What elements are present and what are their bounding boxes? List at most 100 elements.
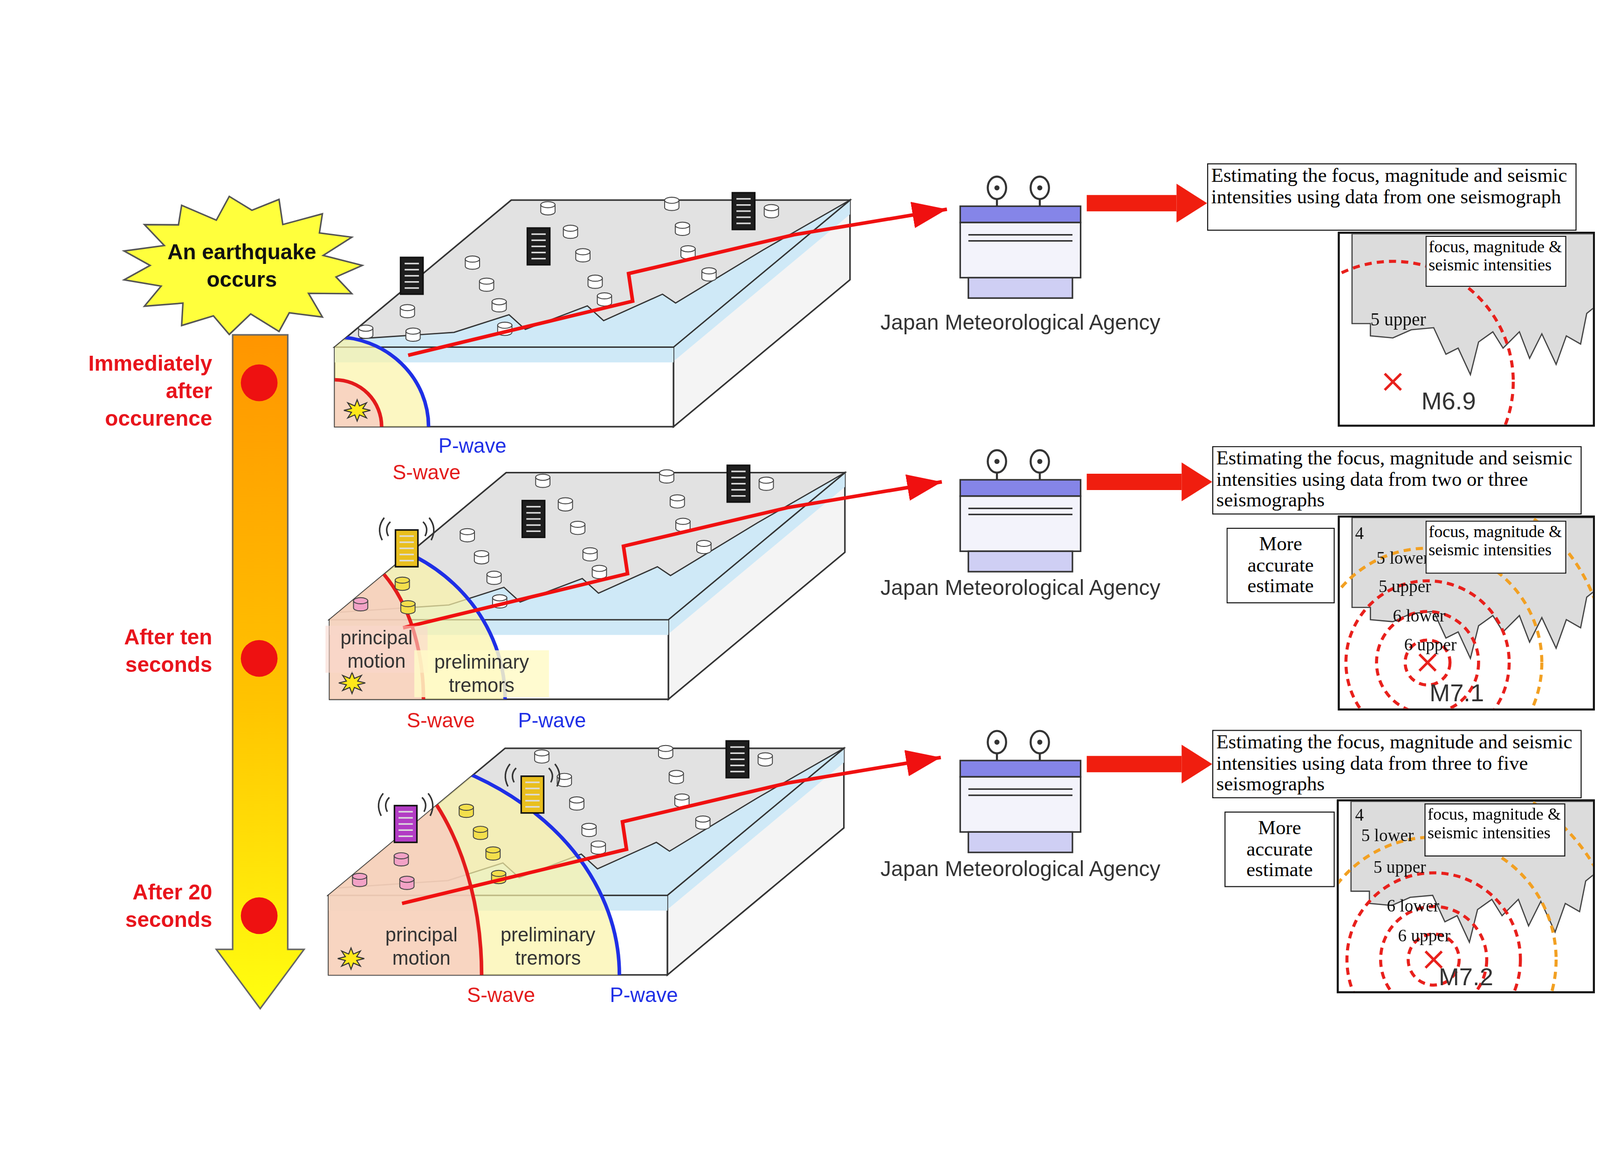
wave-label: S-wave xyxy=(406,708,475,733)
seismometer xyxy=(701,267,717,281)
seismometer xyxy=(675,222,690,236)
seismometer xyxy=(570,521,585,535)
map-text: 6 lower xyxy=(1386,895,1440,917)
seismometer xyxy=(591,840,606,854)
agency-building: Japan Meteorological Agency xyxy=(954,448,1087,572)
map-legend-box: focus, magnitude & seismic intensities xyxy=(1425,520,1567,574)
map-text: 4 xyxy=(1355,523,1365,544)
p-wave-front xyxy=(37,744,620,1154)
seismometer xyxy=(758,752,773,766)
seismometer xyxy=(535,473,550,488)
agency-icon xyxy=(954,448,1087,577)
wave-fronts xyxy=(37,734,620,1154)
block-top xyxy=(334,199,851,347)
seismometer xyxy=(395,576,410,591)
seismometer xyxy=(492,298,507,312)
seismometer xyxy=(583,547,598,561)
node-text: Japan Meteorological Agency xyxy=(880,310,1161,336)
seismometer xyxy=(394,852,409,866)
seismometer xyxy=(465,255,480,269)
intensity-contour xyxy=(1339,801,1594,991)
seismometer xyxy=(695,815,711,829)
map-text: 5 lower xyxy=(1361,825,1415,846)
map-text: 6 upper xyxy=(1397,925,1451,947)
seismometer xyxy=(486,846,501,860)
accuracy-note: More accurate estimate xyxy=(1224,811,1335,887)
wave-fronts xyxy=(240,336,429,517)
seismometer xyxy=(405,328,421,342)
sea-area xyxy=(334,199,851,347)
seismometer xyxy=(473,825,488,839)
node-text: More accurate estimate xyxy=(1228,817,1331,881)
estimate-box: Estimating the focus, magnitude and seis… xyxy=(1212,729,1582,798)
seismograph-station xyxy=(505,763,560,813)
arrow-connector xyxy=(1086,755,1182,772)
seismometer xyxy=(575,248,591,262)
seismograph-station xyxy=(379,517,434,567)
wave-label: S-wave xyxy=(466,982,536,1007)
zone-label: preliminary tremors xyxy=(480,922,616,970)
s-wave-front xyxy=(287,379,382,474)
time-dot xyxy=(240,364,278,402)
node-text: Estimating the focus, magnitude and seis… xyxy=(1216,731,1578,796)
seismometer xyxy=(588,274,603,289)
seismometer xyxy=(658,745,673,759)
intensity-contour xyxy=(1339,836,1557,991)
hypocenter-star xyxy=(337,947,365,969)
map-text: M7.2 xyxy=(1438,962,1494,991)
seismometer xyxy=(563,225,578,239)
seismograph-station xyxy=(726,740,749,778)
intensity-contour xyxy=(1346,872,1521,991)
intensity-contour xyxy=(1339,801,1594,991)
node-text: An earthquake occurs xyxy=(165,237,319,293)
node-text: Japan Meteorological Agency xyxy=(880,856,1161,881)
estimate-box: Estimating the focus, magnitude and seis… xyxy=(1207,163,1577,231)
p-wave-front xyxy=(240,336,429,517)
map-legend-box: focus, magnitude & seismic intensities xyxy=(1425,235,1567,287)
seismometer xyxy=(399,875,415,889)
seismometer xyxy=(558,497,573,511)
node-text: Estimating the focus, magnitude and seis… xyxy=(1211,165,1573,208)
intensity-contour xyxy=(1339,517,1594,708)
map-text: 5 lower xyxy=(1376,548,1430,569)
s-wave-front xyxy=(175,734,482,1154)
seismometer xyxy=(400,304,415,318)
s-wave-zone xyxy=(235,545,424,852)
s-wave-zone xyxy=(175,734,482,1154)
agency-icon xyxy=(954,729,1087,858)
intensity-map: 45 lower5 upper6 lower6 upperM7.1focus, … xyxy=(1337,515,1595,711)
seismometer xyxy=(540,201,556,215)
seismograph-station xyxy=(732,192,755,230)
transmission-bolt xyxy=(408,209,948,356)
time-label: After 20 seconds xyxy=(74,877,213,933)
hypocenter-star xyxy=(343,399,371,421)
map-text: 4 xyxy=(1355,804,1365,826)
seismograph-station xyxy=(522,500,545,538)
wave-label: S-wave xyxy=(392,460,461,485)
time-label: After ten seconds xyxy=(74,622,213,678)
seismometer xyxy=(353,597,369,611)
arrow-connector xyxy=(1086,194,1177,212)
wave-label: P-wave xyxy=(517,708,586,733)
block-diagram xyxy=(37,734,941,1154)
seismometer xyxy=(459,803,474,818)
map-text: 6 lower xyxy=(1393,606,1446,627)
transmission-bolt xyxy=(402,757,941,904)
seismograph-station xyxy=(400,257,423,295)
seismometer xyxy=(569,796,584,810)
zone-label: principal motion xyxy=(370,922,473,970)
epicenter-mark xyxy=(1384,373,1401,390)
hypocenter-star xyxy=(338,672,366,694)
node-text: focus, magnitude & seismic intensities xyxy=(1428,522,1564,561)
map-text: M7.1 xyxy=(1429,678,1484,708)
time-dot xyxy=(240,639,278,677)
starburst-outline xyxy=(119,193,364,337)
node-text: focus, magnitude & seismic intensities xyxy=(1427,804,1563,843)
zone-label: preliminary tremors xyxy=(414,650,550,698)
p-wave-zone xyxy=(240,336,429,517)
intensity-contour xyxy=(1345,580,1510,709)
seismometer xyxy=(534,749,550,763)
seismometer xyxy=(474,550,489,564)
